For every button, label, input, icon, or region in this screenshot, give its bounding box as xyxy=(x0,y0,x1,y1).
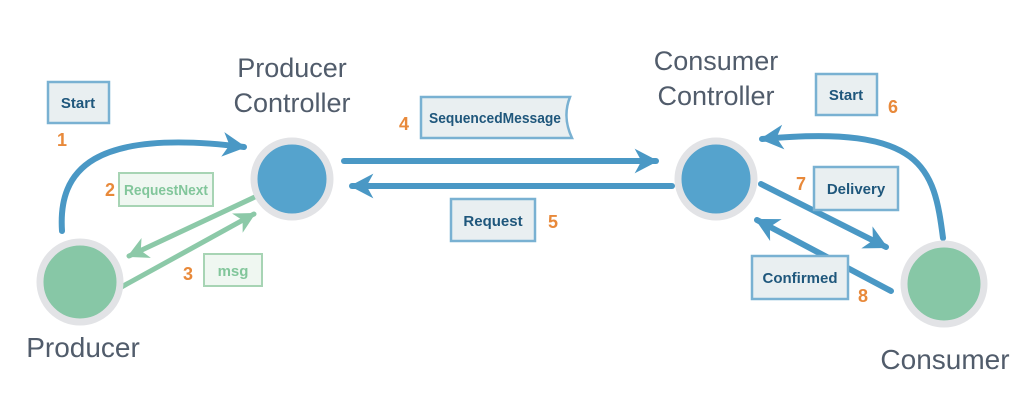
sequenced-message-box xyxy=(419,95,574,140)
message-box-start-producer: Start xyxy=(46,80,111,125)
arrow-start-consumer-controller xyxy=(759,124,946,241)
request-next-box-label: RequestNext xyxy=(124,182,208,199)
request-next-box xyxy=(118,172,214,207)
node-producer-controller: Producer Controller xyxy=(233,53,351,221)
start-consumer-box-label: Start xyxy=(829,87,863,104)
message-box-confirmed: Confirmed xyxy=(750,254,850,301)
msg-box-label: msg xyxy=(218,263,249,280)
start-producer-box-label: Start xyxy=(61,95,95,112)
seq-number-1: 1 xyxy=(57,130,67,150)
node-consumer-controller: Consumer Controller xyxy=(654,46,779,221)
producer-circle xyxy=(36,238,124,326)
consumer-label: Consumer xyxy=(880,344,1009,375)
producer-controller-title-line1: Producer xyxy=(237,53,347,83)
arrow-delivery xyxy=(758,181,889,250)
message-box-sequenced-message: SequencedMessage xyxy=(419,95,574,140)
seq-number-7: 7 xyxy=(796,174,806,194)
seq-number-4: 4 xyxy=(399,114,409,134)
seq-number-8: 8 xyxy=(858,286,868,306)
seq-number-5: 5 xyxy=(548,212,558,232)
consumer-controller-title-line2: Controller xyxy=(657,81,774,111)
start-producer-box xyxy=(46,80,111,125)
delivery-box-label: Delivery xyxy=(827,181,886,198)
message-box-msg: msg xyxy=(203,253,263,287)
request-box-label: Request xyxy=(463,213,522,230)
seq-number-2: 2 xyxy=(105,180,115,200)
producer-label: Producer xyxy=(26,332,140,363)
node-producer: Producer xyxy=(26,238,140,363)
producer-controller-circle xyxy=(250,137,334,221)
request-box xyxy=(449,197,537,243)
confirmed-box-label: Confirmed xyxy=(763,270,838,287)
message-box-start-consumer: Start xyxy=(814,72,879,117)
msg-box xyxy=(203,253,263,287)
node-consumer: Consumer xyxy=(880,240,1010,375)
seq-number-6: 6 xyxy=(888,97,898,117)
arrow-start-producer-controller xyxy=(58,132,247,234)
consumer-controller-title-line1: Consumer xyxy=(654,46,779,76)
sequence-numbers: 1 2 3 4 5 6 7 8 xyxy=(57,97,898,306)
message-box-request-next: RequestNext xyxy=(118,172,214,207)
consumer-controller-circle xyxy=(674,137,758,221)
sequenced-message-box-label: SequencedMessage xyxy=(429,110,561,127)
seq-number-3: 3 xyxy=(183,264,193,284)
arrows xyxy=(58,124,946,294)
delivery-box xyxy=(812,165,900,212)
producer-controller-title-line2: Controller xyxy=(233,88,350,118)
arrow-msg xyxy=(113,211,257,293)
arrow-request-next xyxy=(126,193,260,259)
consumer-circle xyxy=(900,240,988,328)
confirmed-box xyxy=(750,254,850,301)
message-box-delivery: Delivery xyxy=(812,165,900,212)
start-consumer-box xyxy=(814,72,879,117)
message-box-request: Request xyxy=(449,197,537,243)
